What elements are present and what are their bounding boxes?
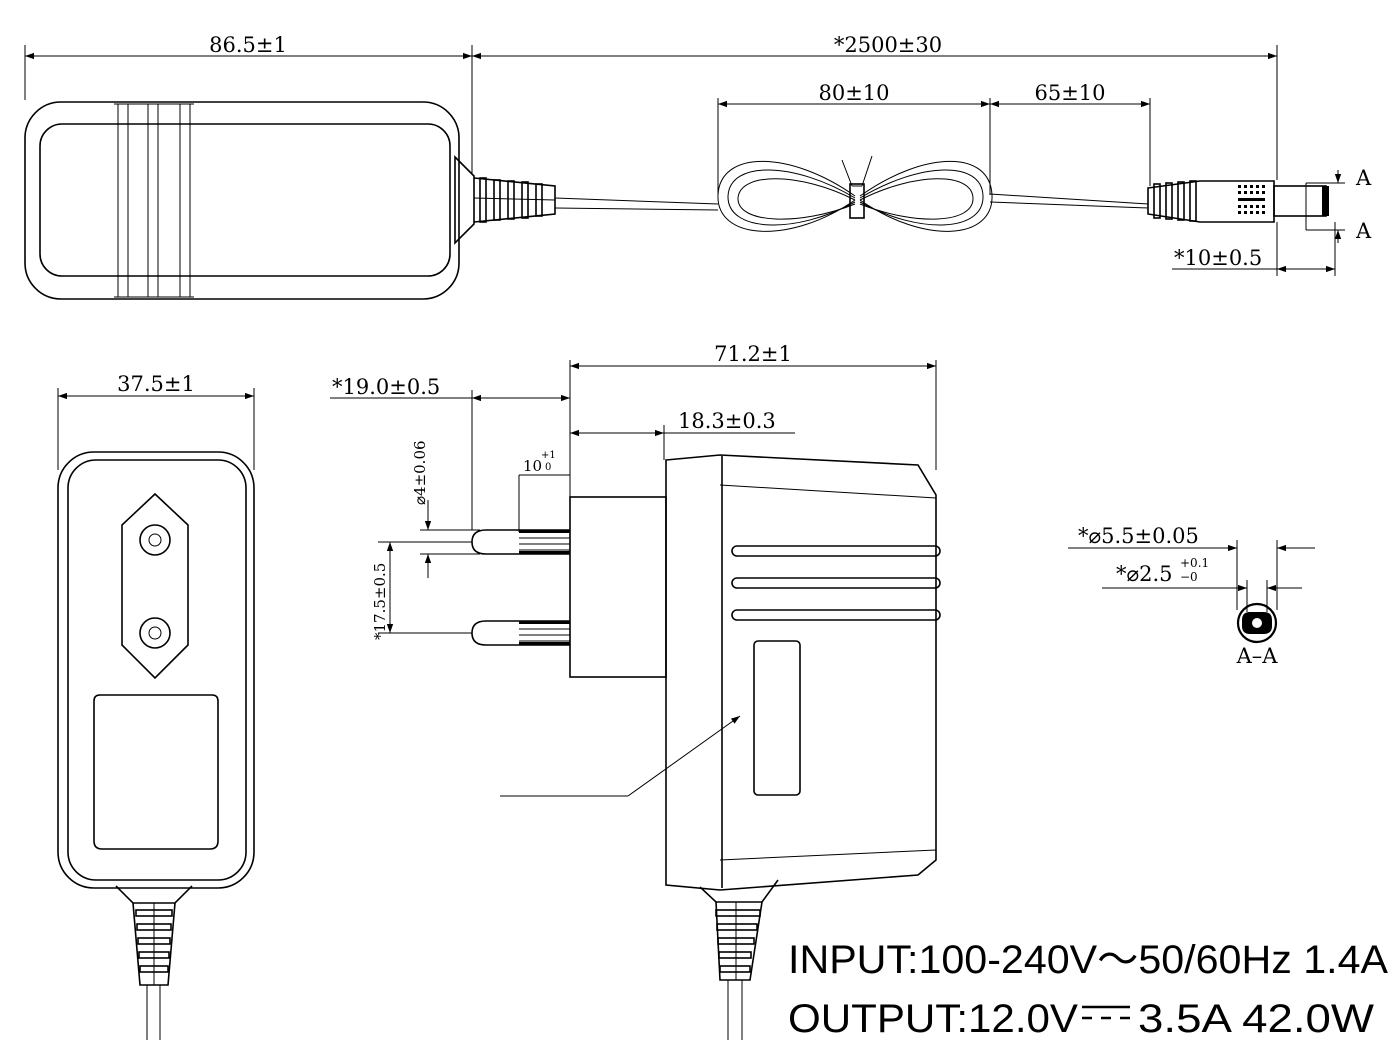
dim-body-length xyxy=(24,45,473,175)
dim-cable-length xyxy=(472,45,1278,180)
dim-pin-spacing-label: *17.5±0.5 xyxy=(371,563,389,640)
top-body-outer xyxy=(24,101,460,300)
section-view: *⌀5.5±0.05 *⌀2.5 +0.1 −0 A–A xyxy=(1068,524,1315,668)
dim-pin-diameter-label: ⌀4±0.06 xyxy=(411,440,429,505)
dim-pin-spacing xyxy=(378,541,472,634)
dim-plug-tip-label: *10±0.5 xyxy=(1174,246,1262,270)
cable xyxy=(554,193,1149,211)
dim-cable-length-label: *2500±30 xyxy=(834,33,942,57)
dim-front-width-label: 37.5±1 xyxy=(117,372,195,396)
side-strain-relief xyxy=(699,879,779,1040)
dim-pin-angle-tol-upper: +1 xyxy=(541,450,556,461)
dim-side-depth xyxy=(569,360,937,497)
dim-outer-diameter-label: *⌀5.5±0.05 xyxy=(1078,524,1199,548)
side-view: 71.2±1 *19.0±0.5 18.3±0.3 10 +1 0 xyxy=(330,342,941,1040)
plug-grip-texture xyxy=(1238,185,1265,214)
dim-pin-length xyxy=(330,390,570,530)
top-body-ribs xyxy=(114,103,194,298)
spec-output-prefix: OUTPUT:12.0V xyxy=(788,997,1078,1041)
top-body-inner xyxy=(39,123,451,277)
label-leader xyxy=(500,715,741,797)
dim-plug-base xyxy=(570,425,795,460)
dim-side-depth-label: 71.2±1 xyxy=(714,342,792,366)
dim-pin-angle xyxy=(518,474,571,532)
dim-pin-angle-tol-lower: 0 xyxy=(545,462,551,473)
dim-inner-diameter-label: *⌀2.5 xyxy=(1116,562,1173,586)
label-area xyxy=(93,694,219,850)
dim-coil-label: 80±10 xyxy=(818,81,889,105)
plug-base xyxy=(569,496,667,678)
side-window xyxy=(753,640,801,796)
section-marker-bottom: A xyxy=(1355,219,1372,243)
spec-output-suffix: 3.5A 42.0W xyxy=(1138,997,1374,1041)
dim-pin-angle-label: 10 xyxy=(523,457,542,475)
dim-plug-tip xyxy=(1172,222,1336,276)
spec-block: INPUT:100-240V～50/60Hz 1.4A OUTPUT:12.0V… xyxy=(788,938,1388,1041)
dc-jack-outer xyxy=(1236,602,1278,644)
dim-outer-diameter xyxy=(1068,540,1315,610)
side-vent-3 xyxy=(731,609,941,621)
front-body-inner xyxy=(67,459,247,881)
top-strain-relief xyxy=(454,155,556,245)
cable-coil xyxy=(717,155,993,232)
dim-cable-to-plug xyxy=(990,98,1151,186)
front-strain-relief xyxy=(115,885,193,1040)
dim-coil xyxy=(717,98,991,195)
dim-inner-diameter-tol-upper: +0.1 xyxy=(1180,556,1209,570)
section-label: A–A xyxy=(1236,644,1279,668)
socket-hole-top xyxy=(139,524,171,556)
pin-bottom xyxy=(471,620,570,646)
side-vent-2 xyxy=(731,577,941,589)
dim-inner-diameter xyxy=(1102,580,1302,612)
dc-plug xyxy=(1147,180,1329,223)
dim-front-width xyxy=(57,388,255,470)
dim-plug-base-label: 18.3±0.3 xyxy=(678,409,776,433)
section-markers xyxy=(1305,170,1345,243)
socket-recess xyxy=(121,492,189,680)
side-vent-1 xyxy=(731,545,941,557)
dim-cable-to-plug-label: 65±10 xyxy=(1034,81,1105,105)
dim-pin-diameter xyxy=(420,500,480,578)
dim-pin-length-label: *19.0±0.5 xyxy=(332,375,440,399)
socket-hole-bottom xyxy=(139,617,171,649)
dim-inner-diameter-tol-lower: −0 xyxy=(1180,570,1198,584)
dc-symbol-icon xyxy=(1082,1005,1130,1020)
section-marker-top: A xyxy=(1355,166,1372,190)
spec-input: INPUT:100-240V～50/60Hz 1.4A xyxy=(788,938,1388,982)
top-view: A A 86.5±1 *2500±30 80±10 65±10 xyxy=(24,33,1372,300)
side-body xyxy=(665,454,937,891)
front-view: 37.5±1 xyxy=(57,372,255,1040)
front-body-outer xyxy=(57,451,255,889)
pin-top xyxy=(471,529,570,555)
dim-body-length-label: 86.5±1 xyxy=(209,33,287,57)
